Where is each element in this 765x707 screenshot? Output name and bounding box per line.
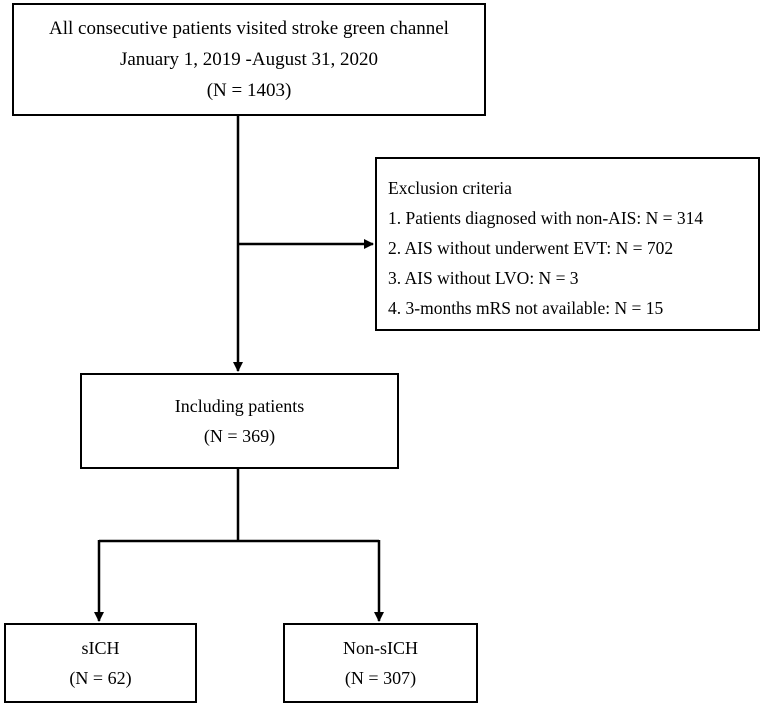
all-patients-box: All consecutive patients visited stroke …	[12, 3, 486, 116]
exclusion-item-4: 4. 3-months mRS not available: N = 15	[388, 298, 664, 318]
including-label: Including patients	[174, 396, 305, 416]
exclusion-title: Exclusion criteria	[388, 178, 512, 198]
sich-box: sICH (N = 62)	[4, 623, 197, 703]
all-patients-line-3: (N = 1403)	[206, 80, 292, 101]
exclusion-item-2: 2. AIS without underwent EVT: N = 702	[388, 238, 674, 258]
exclusion-item-1: 1. Patients diagnosed with non-AIS: N = …	[388, 208, 704, 228]
non-sich-box: Non-sICH (N = 307)	[283, 623, 478, 703]
sich-count: (N = 62)	[69, 668, 132, 688]
all-patients-line-2: January 1, 2019 -August 31, 2020	[119, 49, 379, 70]
all-patients-line-1: All consecutive patients visited stroke …	[49, 18, 449, 39]
sich-label: sICH	[81, 638, 120, 658]
including-patients-box: Including patients (N = 369)	[80, 373, 399, 469]
non-sich-count: (N = 307)	[344, 668, 417, 688]
exclusion-item-3: 3. AIS without LVO: N = 3	[388, 268, 579, 288]
non-sich-label: Non-sICH	[343, 638, 418, 658]
exclusion-criteria-box: Exclusion criteria 1. Patients diagnosed…	[375, 157, 760, 331]
including-count: (N = 369)	[203, 426, 276, 446]
